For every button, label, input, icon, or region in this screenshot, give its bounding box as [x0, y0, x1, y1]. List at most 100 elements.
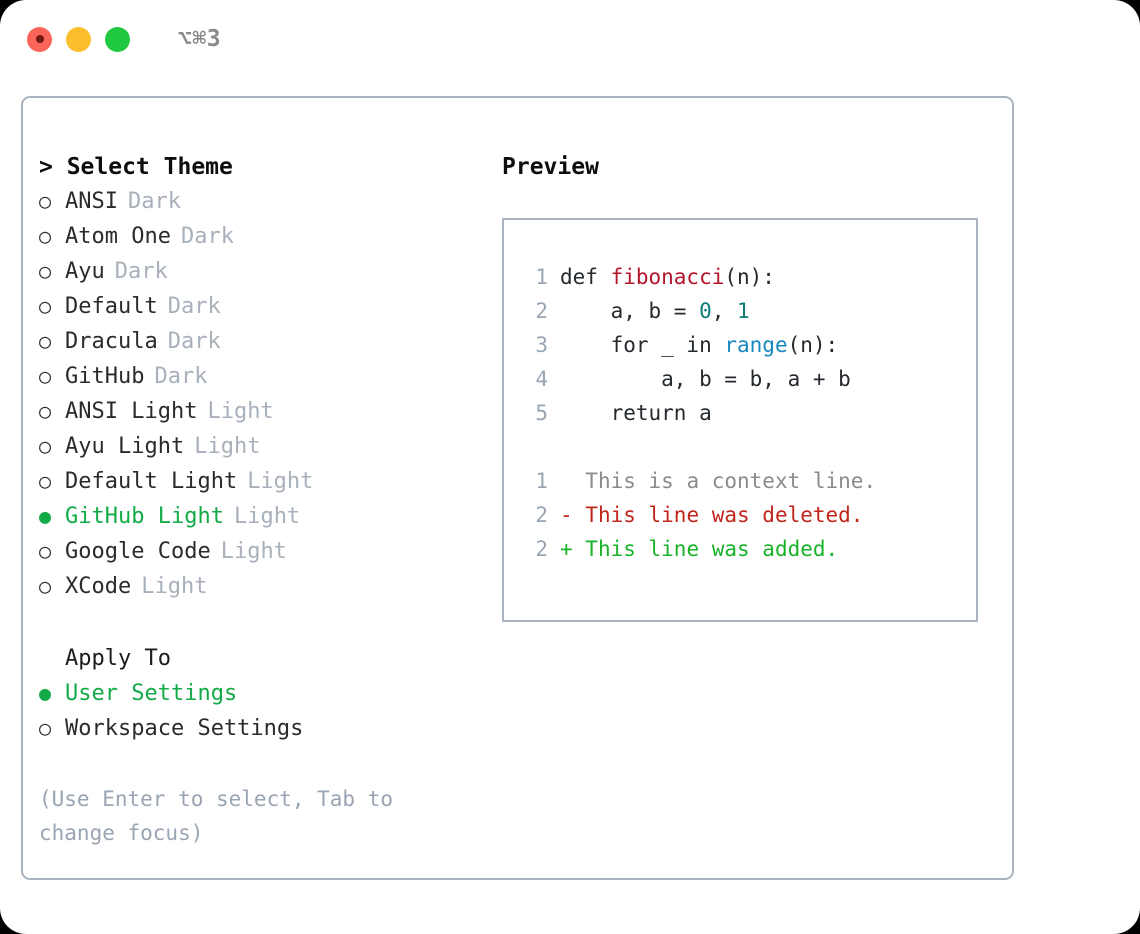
code-token: return a [560, 401, 712, 425]
apply-to-option-row[interactable]: ● User Settings [39, 676, 489, 711]
code-line-text: a, b = 0, 1 [560, 294, 750, 328]
theme-option-name: Dracula [65, 329, 158, 354]
theme-option-row[interactable]: ○ Google Code Light [39, 534, 489, 569]
diff-line-number: 1 [535, 469, 548, 493]
code-line-text: def fibonacci(n): [560, 260, 775, 294]
code-line-text: a, b = b, a + b [560, 362, 851, 396]
code-line: 4 a, b = b, a + b [522, 362, 976, 396]
code-line: 2 a, b = 0, 1 [522, 294, 976, 328]
code-token: for _ in [560, 333, 725, 357]
apply-to-option-label: Workspace Settings [65, 716, 304, 741]
radio-unselected-icon: ○ [39, 399, 52, 423]
theme-option-name: Ayu [65, 259, 105, 284]
theme-option-name: ANSI [65, 189, 118, 214]
window-controls [27, 26, 130, 52]
code-token: (n): [787, 333, 839, 357]
select-theme-header: > Select Theme [39, 154, 233, 180]
apply-to-option-label: User Settings [65, 681, 238, 706]
code-token: 1 [737, 299, 750, 323]
theme-option-row[interactable]: ○ Ayu Light Light [39, 429, 489, 464]
diff-line: 2 + This line was added. [522, 532, 976, 566]
code-line-number: 5 [535, 401, 548, 425]
preview-title: Preview [502, 154, 599, 180]
theme-option-row[interactable]: ○ ANSI Light Light [39, 394, 489, 429]
theme-option-row[interactable]: ○ XCode Light [39, 569, 489, 604]
radio-unselected-icon: ○ [39, 294, 52, 318]
code-line: 5 return a [522, 396, 976, 430]
code-line-text: return a [560, 396, 712, 430]
code-line-text: for _ in range(n): [560, 328, 839, 362]
title-bar: ⌥⌘3 [0, 0, 1140, 78]
theme-option-row[interactable]: ○ Dracula Dark [39, 324, 489, 359]
radio-unselected-icon: ○ [39, 329, 52, 353]
diff-line: 1 This is a context line. [522, 464, 976, 498]
theme-option-row[interactable]: ○ Ayu Dark [39, 254, 489, 289]
theme-option-tag: Light [207, 399, 274, 424]
radio-unselected-icon: ○ [39, 364, 52, 388]
theme-option-tag: Light [194, 434, 261, 459]
minimize-button-icon[interactable] [66, 26, 91, 52]
code-token: a, b = [560, 299, 700, 323]
diff-marker: + [560, 537, 573, 561]
radio-unselected-icon: ○ [39, 574, 52, 598]
theme-option-tag: Dark [154, 364, 208, 389]
theme-option-tag: Light [233, 504, 301, 529]
code-diff-spacer [522, 430, 976, 464]
help-hint-text: (Use Enter to select, Tab to change focu… [39, 787, 394, 845]
apply-to-section: Apply To ●User Settings○Workspace Settin… [39, 642, 489, 746]
diff-line-number: 2 [535, 537, 548, 561]
diff-marker: - [560, 503, 573, 527]
code-token: (n): [724, 265, 775, 289]
code-line-number: 2 [535, 299, 548, 323]
theme-option-name: ANSI Light [65, 399, 198, 424]
apply-to-list[interactable]: ● User Settings ○Workspace Settings [39, 676, 489, 746]
radio-unselected-icon: ○ [39, 434, 52, 458]
theme-option-name: Google Code [65, 539, 211, 564]
radio-selected-icon: ● [39, 681, 52, 705]
theme-option-tag: Light [247, 469, 314, 494]
diff-marker [560, 464, 573, 498]
radio-unselected-icon: ○ [39, 539, 52, 563]
diff-line-number: 2 [535, 503, 548, 527]
code-line-number: 4 [535, 367, 548, 391]
theme-option-name: GitHub [65, 364, 145, 389]
theme-option-name: GitHub Light [65, 504, 224, 529]
radio-unselected-icon: ○ [39, 469, 52, 493]
theme-option-tag: Dark [167, 329, 221, 354]
theme-option-tag: Dark [127, 189, 181, 214]
close-dot-icon [35, 35, 44, 43]
theme-option-tag: Light [220, 539, 287, 564]
theme-option-name: Default [65, 294, 158, 319]
theme-option-name: XCode [65, 574, 132, 599]
theme-option-name: Default Light [65, 469, 238, 494]
code-token: def [560, 265, 611, 289]
diff-line-text: This line was deleted. [572, 503, 864, 527]
radio-unselected-icon: ○ [39, 259, 52, 283]
code-token: a, b = b, a + b [560, 367, 851, 391]
code-token: , [711, 299, 738, 323]
theme-option-row[interactable]: ○ GitHub Dark [39, 359, 489, 394]
diff-line-text: This is a context line. [572, 469, 877, 493]
theme-option-row[interactable]: ○ Default Light Light [39, 464, 489, 499]
diff-line-text: This line was added. [572, 537, 839, 561]
apply-to-option-row[interactable]: ○Workspace Settings [39, 711, 489, 746]
theme-option-name: Ayu Light [65, 434, 185, 459]
diff-sample: 1 This is a context line. 2- This line wa… [522, 464, 976, 566]
code-line-number: 3 [535, 333, 548, 357]
code-line-number: 1 [535, 265, 548, 289]
theme-option-tag: Dark [114, 259, 168, 284]
theme-option-tag: Light [141, 574, 208, 599]
close-button-icon[interactable] [27, 26, 52, 52]
code-token: fibonacci [610, 265, 725, 289]
zoom-button-icon[interactable] [105, 26, 130, 52]
code-token: 0 [699, 299, 712, 323]
